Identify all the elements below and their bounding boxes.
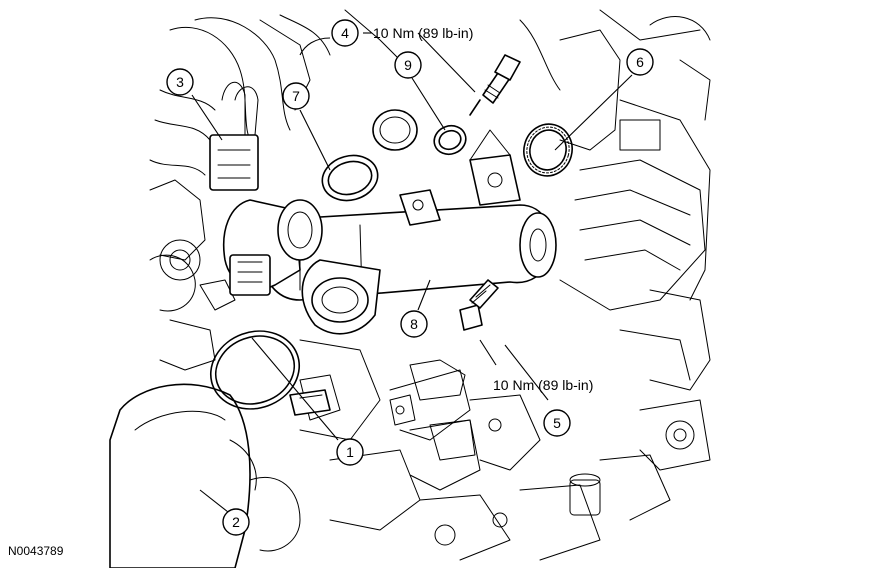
- svg-text:4: 4: [341, 25, 349, 41]
- svg-text:9: 9: [404, 57, 412, 73]
- coolant-tube-part-8: [264, 129, 557, 335]
- small-o-ring-part-9: [433, 124, 467, 156]
- callout-3: 3: [166, 68, 194, 96]
- leader-lines: [191, 32, 633, 513]
- gasket-part-6: [523, 123, 573, 177]
- svg-text:3: 3: [176, 74, 184, 90]
- callout-4: 4: [331, 19, 359, 47]
- svg-text:1: 1: [346, 444, 354, 460]
- callout-8: 8: [400, 310, 428, 338]
- hose-clamp-part-1: [209, 330, 331, 416]
- o-ring-part-7: [321, 109, 418, 202]
- engine-cover-part-2: [109, 383, 257, 568]
- svg-text:6: 6: [636, 54, 644, 70]
- engine-background-linework: [149, 9, 711, 561]
- sensor-connector-part-3: [209, 82, 323, 296]
- callout-7: 7: [282, 82, 310, 110]
- callout-6: 6: [626, 48, 654, 76]
- svg-text:2: 2: [232, 514, 240, 530]
- torque-spec-bolt-4: 10 Nm (89 lb-in): [373, 25, 473, 41]
- callout-9: 9: [394, 51, 422, 79]
- callout-2: 2: [222, 508, 250, 536]
- svg-text:5: 5: [553, 415, 561, 431]
- figure-id: N0043789: [8, 544, 64, 558]
- callout-5: 5: [543, 409, 571, 437]
- callout-1: 1: [336, 438, 364, 466]
- svg-text:7: 7: [292, 88, 300, 104]
- bolt-part-5: [459, 279, 499, 331]
- svg-text:8: 8: [410, 316, 418, 332]
- torque-spec-bolt-5: 10 Nm (89 lb-in): [493, 377, 593, 393]
- bolt-part-4: [469, 54, 521, 116]
